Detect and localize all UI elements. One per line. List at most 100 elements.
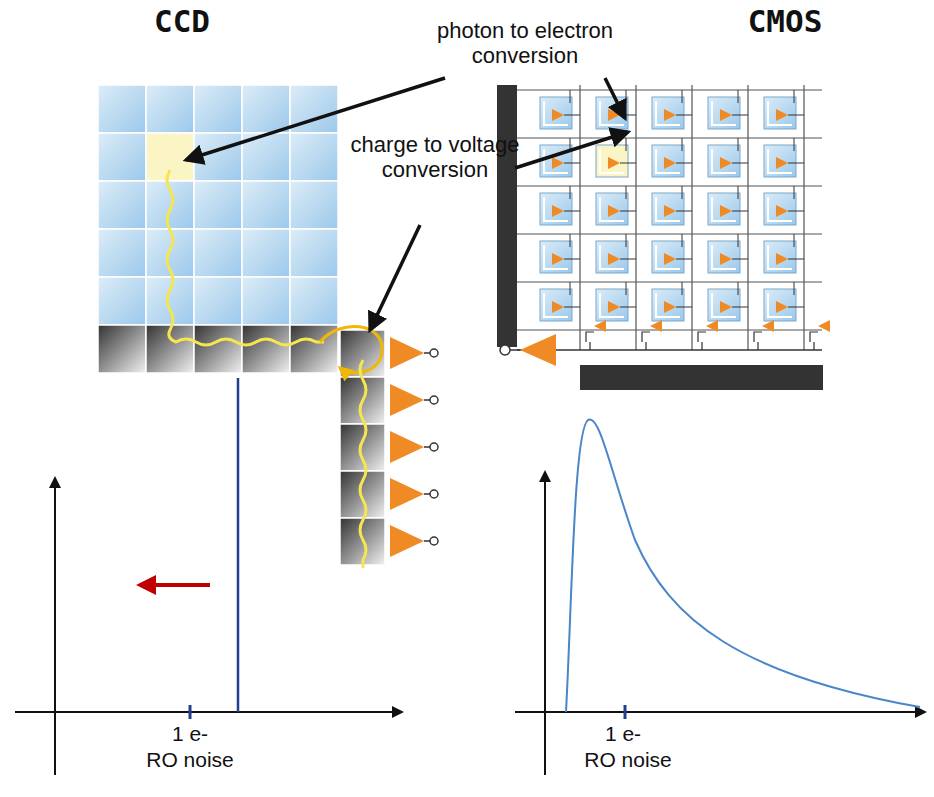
column-wire <box>635 85 636 350</box>
row-wire <box>517 185 822 186</box>
output-node <box>430 443 438 451</box>
axis-label: RO noise <box>125 748 255 772</box>
cmos-pixel <box>596 241 628 273</box>
cmos-pixel <box>596 193 628 225</box>
axis-tick <box>624 705 627 719</box>
cmos-pixel <box>708 289 740 321</box>
cmos-pixel <box>652 193 684 225</box>
cmos-pixel <box>652 97 684 129</box>
ccd-pixel <box>242 181 290 229</box>
cmos-pixel <box>764 289 796 321</box>
y-axis <box>54 478 56 775</box>
amplifier <box>390 478 424 510</box>
cmos-pixel <box>764 97 796 129</box>
output-node <box>430 537 438 545</box>
cmos-pixel <box>540 289 572 321</box>
ccd-pixel <box>290 277 338 325</box>
cmos-pixel <box>764 145 796 177</box>
cmos-pixel <box>764 241 796 273</box>
row-wire <box>517 89 822 90</box>
leader-arrow <box>605 78 625 118</box>
ccd-pixel <box>194 277 242 325</box>
cmos-pixel <box>764 193 796 225</box>
ccd-pixel <box>290 181 338 229</box>
ccd-pixel <box>98 133 146 181</box>
ccd-pixel <box>98 277 146 325</box>
column-amplifier <box>650 320 662 332</box>
column-transistor <box>642 332 650 350</box>
column-wire <box>691 85 692 350</box>
column-wire <box>747 85 748 350</box>
ccd-output-amplifiers <box>390 337 438 557</box>
panel-title: CMOS <box>715 4 855 40</box>
ccd-pixel <box>194 181 242 229</box>
ccd-pixel <box>98 85 146 133</box>
cmos-pixel-array <box>517 85 822 350</box>
output-line <box>517 349 822 351</box>
cmos-pixel <box>596 289 628 321</box>
noise-distribution <box>566 420 920 712</box>
output-node <box>430 490 438 498</box>
column-transistor <box>754 332 762 350</box>
ccd-pixel <box>146 133 194 181</box>
leader-arrow <box>370 225 420 330</box>
ccd-pixel <box>242 325 290 373</box>
cmos-pixel <box>540 193 572 225</box>
column-amplifiers <box>586 320 830 350</box>
cmos-pixel <box>540 241 572 273</box>
readout-cell <box>340 424 385 471</box>
ccd-pixel <box>242 229 290 277</box>
axis-label: 1 e- <box>145 722 235 746</box>
ccd-pixel <box>146 85 194 133</box>
ccd-pixel <box>242 85 290 133</box>
charge-transfer-path <box>167 170 324 345</box>
output-node <box>430 396 438 404</box>
callout-text: charge to voltage conversion <box>345 132 525 183</box>
row-wire <box>517 281 822 282</box>
column-amplifier <box>706 320 718 332</box>
x-axis <box>15 711 402 713</box>
ccd-pixel <box>194 229 242 277</box>
ccd-pixel <box>98 325 146 373</box>
row-wire <box>517 233 822 234</box>
row-wire <box>517 329 822 330</box>
cmos-pixel <box>708 145 740 177</box>
cmos-pixel <box>652 145 684 177</box>
cmos-pixel <box>708 97 740 129</box>
leader-arrow <box>515 132 628 168</box>
column-transistor <box>698 332 706 350</box>
axis-label: RO noise <box>563 748 693 772</box>
callout-text: photon to electron conversion <box>420 18 630 69</box>
axis-tick <box>189 705 192 719</box>
column-amplifier <box>818 320 830 332</box>
column-transistor <box>586 332 594 350</box>
cmos-pixel <box>596 145 628 177</box>
y-axis <box>544 472 546 775</box>
charge-transfer-path <box>360 360 366 568</box>
axis-label: 1 e- <box>578 722 668 746</box>
ccd-pixel <box>290 133 338 181</box>
ccd-pixel <box>194 325 242 373</box>
column-bus-bar <box>580 365 823 390</box>
amplifier <box>390 337 424 369</box>
amplifier <box>390 431 424 463</box>
ccd-pixel <box>98 229 146 277</box>
cmos-pixel <box>708 241 740 273</box>
cmos-pixel <box>540 97 572 129</box>
ccd-pixel <box>242 277 290 325</box>
cmos-pixel <box>708 193 740 225</box>
row-wire <box>517 137 822 138</box>
ccd-pixel <box>98 181 146 229</box>
column-wire <box>803 85 804 350</box>
column-amplifier <box>594 320 606 332</box>
panel-title: CCD <box>122 4 242 40</box>
cmos-pixel <box>652 241 684 273</box>
ccd-pixel <box>146 277 194 325</box>
noise-line <box>237 378 240 712</box>
cmos-pixel <box>652 289 684 321</box>
column-wire <box>579 85 580 350</box>
x-axis <box>515 711 925 713</box>
ccd-pixel <box>194 85 242 133</box>
output-amplifier <box>520 334 556 366</box>
